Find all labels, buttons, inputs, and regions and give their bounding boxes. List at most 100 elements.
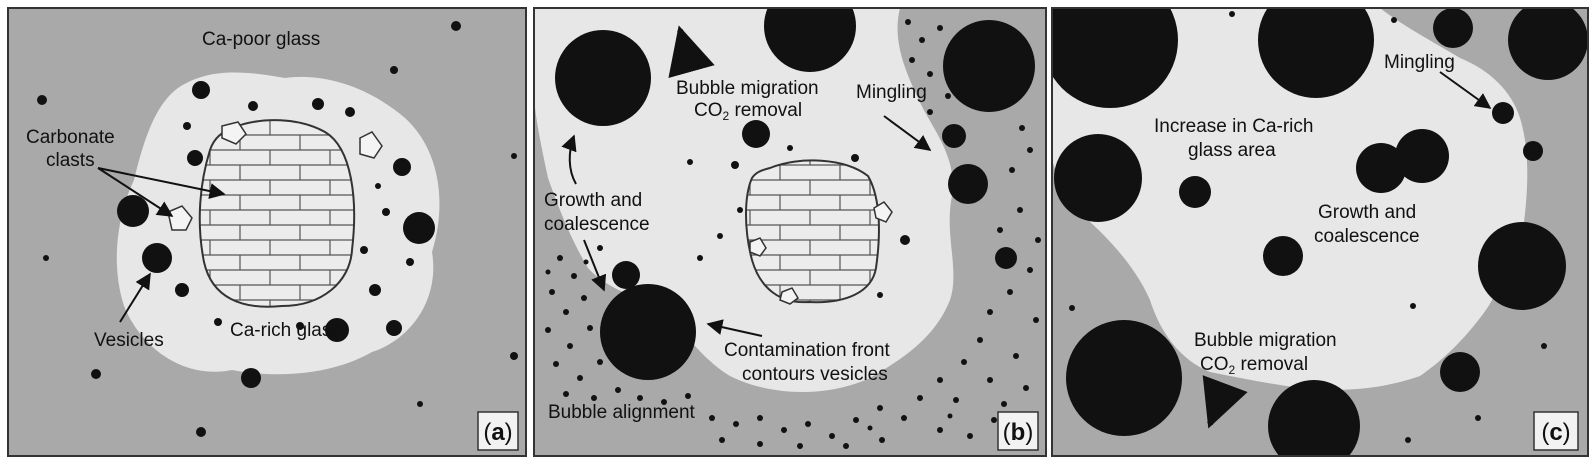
vesicles-c	[1052, 8, 1588, 456]
label-increase-line1: Increase in Ca-rich	[1154, 116, 1313, 137]
vesicle	[360, 246, 368, 254]
clast	[779, 287, 799, 305]
label-contamination-line2: contours vesicles	[742, 364, 888, 385]
ca-rich-glass-region	[1052, 8, 1528, 390]
label-bubble-alignment: Bubble alignment	[548, 402, 696, 423]
clast	[749, 237, 767, 257]
vesicle	[1440, 352, 1480, 392]
clast	[221, 121, 247, 145]
arrows-a	[97, 167, 226, 323]
vesicle	[37, 95, 47, 105]
arrow	[883, 115, 932, 151]
vesicle	[510, 352, 518, 360]
vesicle	[1541, 343, 1547, 349]
label-co2-removal: CO2 removal	[694, 100, 802, 123]
vesicle	[406, 258, 414, 266]
vesicle	[1229, 11, 1235, 17]
vesicle	[296, 322, 304, 330]
label-ca-poor-glass: Ca-poor glass	[202, 29, 320, 50]
vesicle	[345, 107, 355, 117]
vesicle	[995, 247, 1017, 269]
panel-tag-c: (c)	[1533, 411, 1579, 451]
vesicle	[1508, 8, 1588, 80]
panel-frame	[533, 7, 1047, 457]
vesicles-b	[555, 8, 1035, 380]
vesicle	[1410, 303, 1416, 309]
vesicle	[1069, 305, 1075, 311]
vesicle	[1405, 437, 1411, 443]
vesicle	[43, 255, 49, 261]
arrow	[97, 167, 226, 199]
label-contamination-line1: Contamination front	[724, 340, 891, 361]
vesicle	[687, 159, 693, 165]
arrows-c	[1202, 71, 1492, 429]
label-bubble-migration: Bubble migration	[1194, 330, 1337, 351]
panel-tag-a: (a)	[477, 411, 519, 451]
label-co2-removal: CO2 removal	[1200, 354, 1308, 377]
vesicle	[393, 158, 411, 176]
arrow	[561, 134, 577, 185]
arrows-b	[561, 25, 932, 337]
vesicle	[417, 401, 423, 407]
small-bubbles-b	[545, 19, 1041, 449]
vesicle	[1268, 380, 1360, 456]
vesicle	[948, 164, 988, 204]
label-vesicles: Vesicles	[94, 330, 164, 351]
label-carbonate-clasts-line2: clasts	[46, 150, 95, 171]
vesicle	[187, 150, 203, 166]
panel-frame	[7, 7, 527, 457]
vesicle	[1258, 8, 1374, 98]
vesicle	[312, 98, 324, 110]
vesicle	[1523, 141, 1543, 161]
vesicle	[117, 195, 149, 227]
vesicle	[403, 212, 435, 244]
vesicles-a	[37, 21, 518, 437]
bubble-migration-arrow	[1202, 375, 1248, 429]
vesicle	[717, 233, 723, 239]
carbonate-block	[198, 119, 356, 308]
vesicle	[248, 101, 258, 111]
label-growth-line2: coalescence	[544, 214, 650, 235]
vesicle	[390, 66, 398, 74]
vesicle	[91, 369, 101, 379]
vesicle	[900, 235, 910, 245]
vesicle	[600, 284, 696, 380]
vesicle	[1052, 8, 1178, 108]
vesicle	[1433, 8, 1473, 48]
arrow	[1439, 71, 1492, 109]
arrow	[583, 239, 607, 292]
arrow	[706, 319, 763, 337]
vesicle	[731, 161, 739, 169]
vesicle	[192, 81, 210, 99]
vesicle	[375, 183, 381, 189]
label-growth-line1: Growth and	[1318, 202, 1416, 223]
vesicle	[555, 30, 651, 126]
vesicle	[851, 154, 859, 162]
vesicle	[214, 318, 222, 326]
label-bubble-migration: Bubble migration	[676, 78, 819, 99]
vesicle	[612, 261, 640, 289]
vesicle	[1395, 129, 1449, 183]
panel-frame	[1051, 7, 1589, 457]
clast	[167, 205, 193, 231]
vesicle	[196, 427, 206, 437]
clast	[359, 131, 383, 159]
vesicle	[742, 120, 770, 148]
vesicle	[1356, 143, 1406, 193]
label-growth-line1: Growth and	[544, 190, 642, 211]
vesicle	[943, 20, 1035, 112]
vesicle	[764, 8, 856, 72]
svg-text:(a): (a)	[483, 419, 512, 446]
vesicle	[451, 21, 461, 31]
vesicle	[1492, 102, 1514, 124]
svg-text:(c): (c)	[1541, 419, 1570, 446]
vesicle	[1475, 415, 1481, 421]
vesicle	[697, 255, 703, 261]
vesicle	[1179, 176, 1211, 208]
label-growth-line2: coalescence	[1314, 226, 1420, 247]
vesicle	[737, 207, 743, 213]
bubble-migration-arrow	[668, 25, 715, 79]
vesicle	[787, 145, 793, 151]
vesicle	[386, 320, 402, 336]
vesicle	[877, 292, 883, 298]
